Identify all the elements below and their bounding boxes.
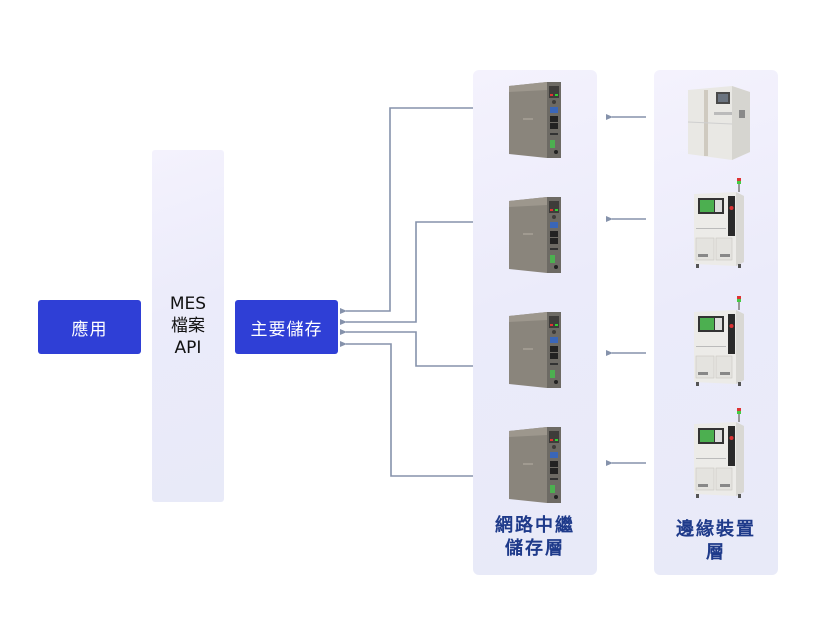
mes-api-label: MES 檔案 API [152, 293, 224, 359]
relay-gateway-1-icon [505, 80, 565, 164]
edge-machine-1-icon [684, 82, 756, 166]
mes-api-line: API [174, 338, 202, 358]
wire-gateway-4-to-storage [340, 341, 473, 477]
application-node: 應用 [38, 300, 141, 354]
edge-machine-3-icon [690, 296, 750, 392]
edge-device-layer-label: 邊緣裝置 層 [654, 518, 778, 564]
relay-storage-layer-label: 網路中繼 儲存層 [473, 514, 597, 560]
mes-api-panel [152, 150, 224, 502]
wire-gateway-3-to-storage [340, 329, 473, 367]
edge-machine-2-icon [690, 178, 750, 274]
relay-gateway-2-icon [505, 195, 565, 279]
layer-label-line: 邊緣裝置 [676, 519, 756, 540]
layer-label-line: 層 [706, 542, 726, 563]
layer-label-line: 儲存層 [505, 538, 565, 559]
edge-machine-4-icon [690, 408, 750, 504]
layer-label-line: 網路中繼 [495, 515, 575, 536]
application-label: 應用 [71, 319, 108, 340]
mes-api-line: MES [169, 294, 207, 314]
mes-api-line: 檔案 [171, 316, 205, 336]
primary-storage-label: 主要儲存 [250, 319, 323, 340]
relay-gateway-3-icon [505, 310, 565, 394]
wire-gateway-1-to-storage [340, 107, 473, 314]
primary-storage-node: 主要儲存 [235, 300, 338, 354]
relay-gateway-4-icon [505, 425, 565, 509]
wire-gateway-2-to-storage [340, 221, 473, 325]
